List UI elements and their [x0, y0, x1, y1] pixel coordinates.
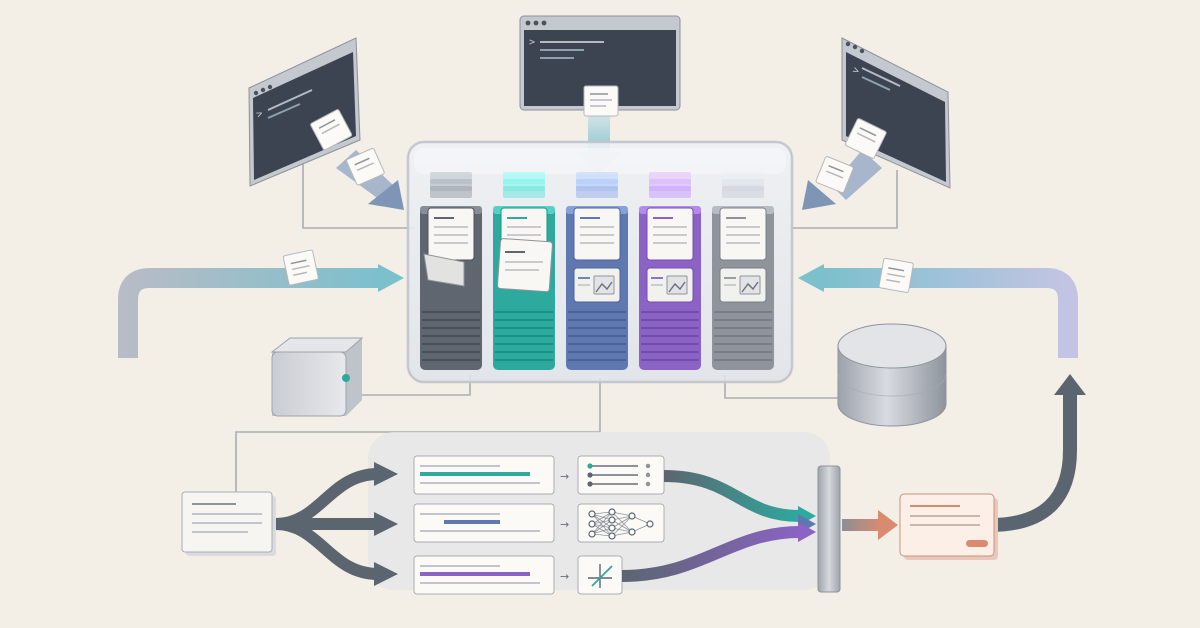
left-inbound-arrow [118, 264, 404, 358]
neural-network-icon [577, 503, 665, 543]
doc-from-left-terminal [310, 109, 353, 151]
pipeline-branch-purple: → [413, 522, 816, 595]
chunk-card [413, 455, 555, 495]
floating-doc-right [878, 257, 914, 293]
output-arrow [842, 510, 898, 540]
shelf-card [573, 207, 621, 261]
image-thumbnail-icon [646, 267, 694, 303]
pipeline-branch-blue: → [413, 503, 816, 543]
connector-left-terminal [302, 160, 415, 229]
fork-arrows [275, 462, 398, 586]
chunk-card [413, 555, 555, 595]
pipeline-branch-teal: → [413, 455, 816, 526]
return-arrow [989, 374, 1086, 532]
doc-from-right-terminal [845, 118, 887, 159]
shelf-column-blue [566, 172, 628, 370]
terminal-prompt: > [851, 65, 861, 78]
branch-arrow [663, 470, 801, 522]
arrow-glyph: → [560, 470, 569, 483]
image-thumbnail-icon [719, 267, 767, 303]
chunk-card [413, 503, 555, 543]
curled-card [423, 253, 465, 287]
terminal-top-left: > [248, 37, 361, 187]
floating-card [496, 238, 553, 293]
output-highlight-pill [966, 540, 988, 547]
arrow-from-right-terminal [802, 118, 887, 210]
doc-from-right-terminal-2 [815, 156, 854, 194]
source-document [181, 491, 276, 556]
terminal-prompt: > [255, 108, 265, 121]
shelf-column-purple [639, 172, 701, 370]
server-status-light [342, 374, 350, 382]
doc-from-left-terminal-2 [346, 147, 385, 186]
sliders-icon [577, 455, 665, 495]
image-thumbnail-icon [573, 267, 621, 303]
arrow-from-left-terminal [310, 109, 404, 210]
storage-container [406, 140, 794, 384]
right-inbound-arrow [798, 264, 1078, 358]
trend-chart-icon [577, 555, 623, 595]
shelf-card [646, 207, 694, 261]
arrow-glyph: → [560, 570, 569, 583]
server-box [270, 337, 364, 417]
doc-from-top-terminal [583, 85, 619, 117]
arrow-glyph: → [560, 518, 569, 531]
shelf-column-slate [420, 172, 482, 370]
aggregator-bar [817, 465, 841, 593]
shelf-card [719, 207, 767, 261]
shelf-card [427, 207, 475, 261]
terminal-prompt: > [529, 37, 535, 48]
pipeline-branches: → → → [413, 455, 816, 595]
branch-arrow [621, 526, 801, 582]
database-cylinder [837, 323, 947, 427]
output-document [899, 493, 998, 560]
floating-doc-left [282, 249, 319, 286]
shelf-column-gray [712, 172, 774, 370]
branch-arrowhead [798, 522, 816, 542]
connector-right-terminal [790, 170, 898, 229]
shelf-columns [420, 172, 774, 370]
